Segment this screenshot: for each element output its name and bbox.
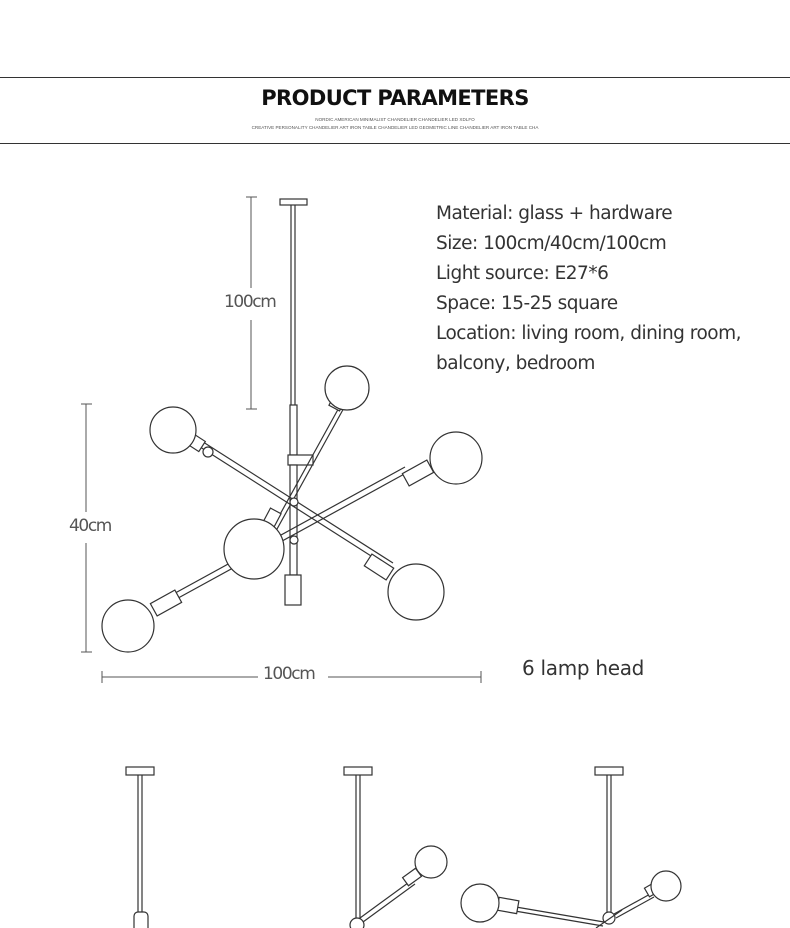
lamp-heads-label: 6 lamp head: [522, 656, 645, 680]
subtitle-line-2: CREATIVE PERSONALITY CHANDELIER ART IRON…: [251, 125, 539, 130]
variant-chandelier-1: [125, 766, 155, 928]
top-divider: [0, 77, 790, 78]
bottom-divider: [0, 143, 790, 144]
spec-material: Material: glass + hardware: [436, 203, 673, 224]
body-height-dimension-label: 40cm: [67, 516, 113, 536]
spec-size: Size: 100cm/40cm/100cm: [436, 233, 667, 254]
variant-chandelier-2: [343, 766, 448, 928]
page-title: PRODUCT PARAMETERS: [261, 86, 529, 110]
variant-chandelier-3: [460, 766, 682, 928]
spec-location-line-1: Location: living room, dining room,: [436, 323, 742, 344]
spec-light-source: Light source: E27*6: [436, 263, 609, 284]
subtitle-line-1: NORDIC AMERICAN MINIMALIST CHANDELIER CH…: [315, 117, 475, 122]
dimension-lines: [81, 196, 482, 683]
main-chandelier: [101, 198, 483, 653]
height-dimension-label: 100cm: [222, 292, 278, 312]
width-dimension-label: 100cm: [261, 664, 317, 684]
spec-location-line-2: balcony, bedroom: [436, 353, 595, 374]
specifications-list: Material: glass + hardware Size: 100cm/4…: [436, 199, 786, 379]
spec-space: Space: 15-25 square: [436, 293, 618, 314]
